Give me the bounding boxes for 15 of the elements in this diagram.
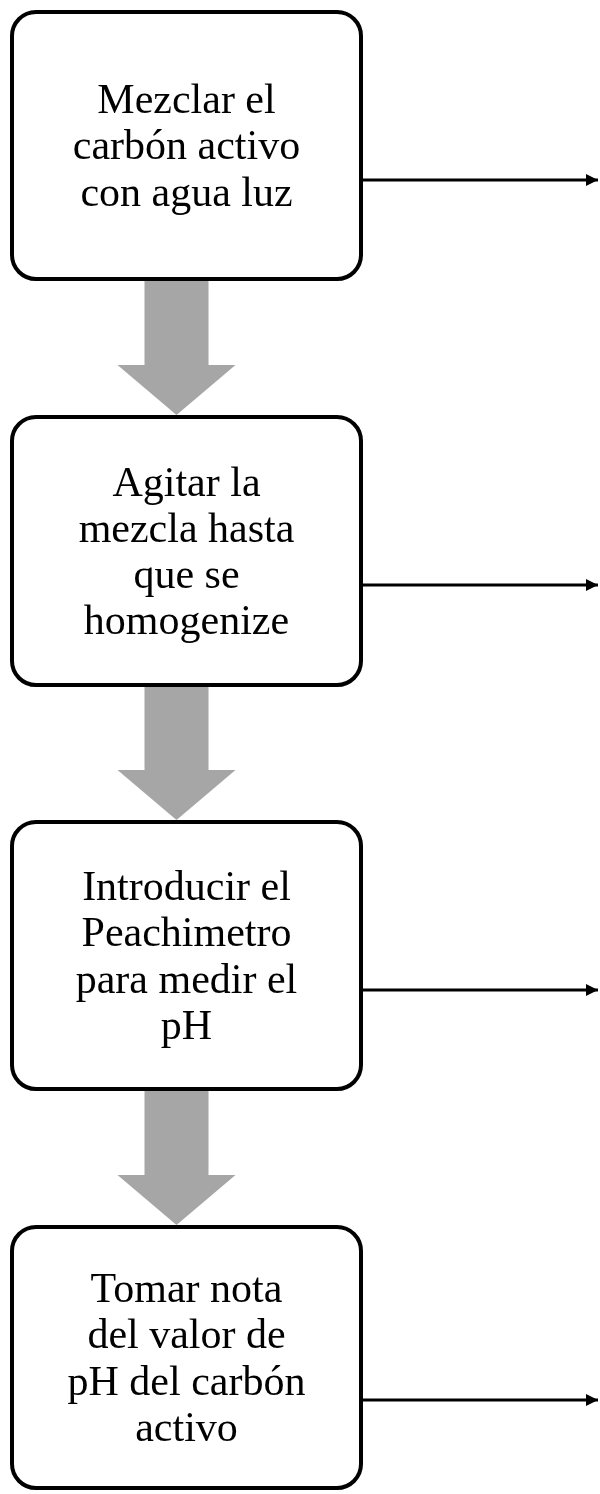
process-box — [10, 820, 363, 1091]
block-arrow — [117, 281, 236, 415]
arrow — [363, 1394, 598, 1406]
process-box — [10, 415, 363, 687]
arrow — [363, 579, 598, 591]
step-text: Tomar nota del valor de pH del carbón activo — [66, 1265, 307, 1450]
step-text: Introducir el Peachimetro para medir el pH — [74, 863, 299, 1048]
step-text: Mezclar el carbón activo con agua luz — [71, 76, 302, 215]
block-arrow — [117, 687, 236, 820]
arrow — [363, 174, 598, 186]
process-box — [10, 10, 363, 281]
process-box — [10, 1225, 363, 1490]
step-text: Agitar la mezcla hasta que se homogenize — [77, 458, 296, 644]
arrow — [363, 984, 598, 996]
block-arrow — [117, 1091, 236, 1225]
